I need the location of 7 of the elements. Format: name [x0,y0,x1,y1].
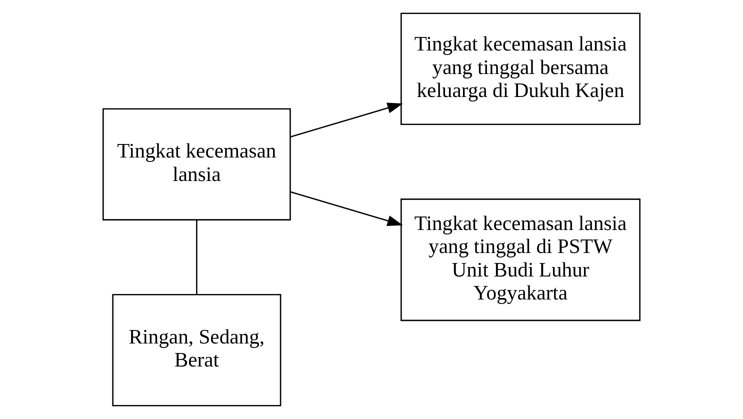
node-box: Tingkat kecemasan lansia yang tinggal bersama keluarga di Dukuh Kajen [400,12,640,125]
node-box: Tingkat kecemasan lansia yang tinggal di PSTW Unit Budi Luhur Yogyakarta [400,198,640,322]
arrow [290,102,403,138]
node-box: Tingkat kecemasan lansia [102,108,291,220]
connector [196,220,198,295]
node-box: Ringan, Sedang, Berat [112,294,282,406]
arrow [290,191,403,226]
